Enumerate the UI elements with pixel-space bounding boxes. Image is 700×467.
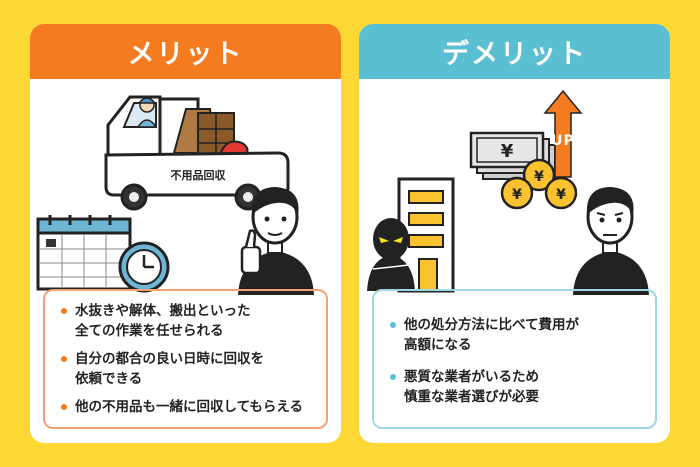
- man-thumbs-up-icon: [238, 187, 314, 295]
- truck-icon: 不用品回収: [104, 95, 290, 211]
- bullet-icon: [390, 374, 396, 380]
- bullet-icon: [61, 356, 67, 362]
- list-item: 自分の都合の良い日時に回収を 依頼できる: [57, 349, 314, 389]
- coin-symbol: ¥: [556, 187, 566, 203]
- list-item: 他の不用品も一緒に回収してもらえる: [57, 397, 314, 417]
- shady-person-icon: [367, 218, 415, 291]
- coins-icon: ¥ ¥ ¥: [500, 158, 578, 210]
- merit-illustration: 不用品回収: [36, 95, 314, 295]
- bullet-icon: [390, 322, 396, 328]
- merit-title: メリット: [127, 39, 244, 70]
- bullet-icon: [61, 404, 67, 410]
- list-item: 他の処分方法に比べて費用が 高額になる: [386, 315, 643, 355]
- arrow-label: UP: [551, 133, 575, 149]
- coin-symbol: ¥: [512, 187, 522, 203]
- bill-symbol: ¥: [501, 141, 514, 162]
- list-item: 悪質な業者がいるため 慎重な業者選びが必要: [386, 367, 643, 407]
- merit-card: メリット 不用品回収: [30, 24, 341, 443]
- worried-man-icon: [573, 187, 649, 295]
- merit-header: メリット: [30, 24, 341, 79]
- demerit-list: 他の処分方法に比べて費用が 高額になる 悪質な業者がいるため 慎重な業者選びが必…: [372, 289, 657, 429]
- truck-label: 不用品回収: [171, 168, 227, 182]
- arrow-up-icon: UP: [543, 89, 583, 178]
- bullet-icon: [61, 308, 67, 314]
- demerit-header: デメリット: [359, 24, 670, 79]
- calendar-icon: [36, 215, 132, 291]
- demerit-card: デメリット ¥ UP ¥ ¥ ¥: [359, 24, 670, 443]
- list-item: 水抜きや解体、搬出といった 全ての作業を任せられる: [57, 301, 314, 341]
- clock-icon: [118, 241, 170, 293]
- demerit-title: デメリット: [442, 39, 587, 70]
- demerit-illustration: ¥ UP ¥ ¥ ¥: [367, 89, 649, 295]
- merit-list: 水抜きや解体、搬出といった 全ての作業を任せられる 自分の都合の良い日時に回収を…: [43, 289, 328, 429]
- coin-symbol: ¥: [534, 169, 544, 185]
